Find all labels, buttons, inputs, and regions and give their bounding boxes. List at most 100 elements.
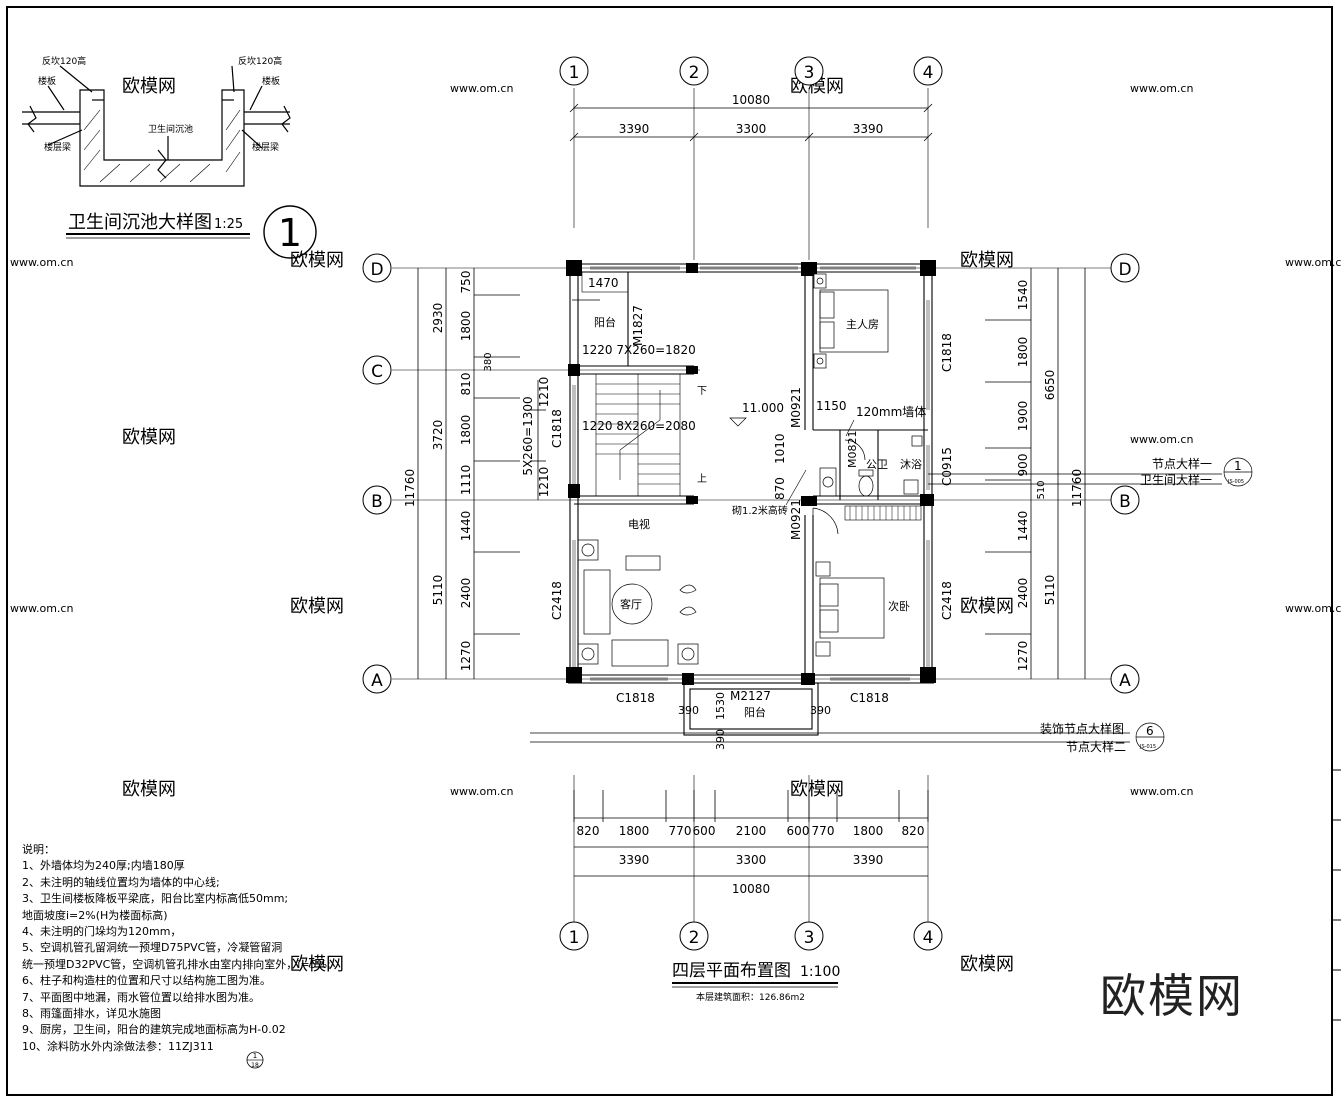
axis-label-row: A xyxy=(371,671,383,691)
label-m0821: M0821 xyxy=(846,431,859,469)
axis-label-col: 1 xyxy=(569,63,580,83)
watermark-brand: 欧模网 xyxy=(290,250,344,271)
dim-1530: 1530 xyxy=(714,692,727,720)
dim-bottom-detail: 820 xyxy=(902,824,925,838)
dim-left-text: 11760 2930 3720 5110 750 1800 380 810 18… xyxy=(403,271,551,672)
dim-bottom-detail: 1800 xyxy=(853,824,884,838)
room-balcony-bottom: 阳台 xyxy=(744,705,766,719)
dim-right-detail: 900 xyxy=(1016,454,1030,477)
room-living: 客厅 xyxy=(620,597,642,611)
stair-run-bottom: 1220 8X260=2080 xyxy=(582,419,696,433)
detail-scale: 1:25 xyxy=(214,217,243,232)
floor-elevation: 11.000 xyxy=(742,401,784,415)
notes-heading: 说明： xyxy=(22,843,55,856)
axis-label-row: D xyxy=(1118,260,1131,280)
dim-right-part: 5110 xyxy=(1043,575,1057,606)
label-slab-left: 楼板 xyxy=(38,75,56,87)
dim-right-part: 6650 xyxy=(1043,370,1057,401)
dim-bottom-part: 3390 xyxy=(619,853,650,867)
columns xyxy=(566,260,936,685)
dim-top-part: 3390 xyxy=(853,122,884,136)
dim-right-text: 1540 1800 1900 900 510 1440 2400 1270 66… xyxy=(1016,280,1084,672)
dim-bottom-detail: 770 xyxy=(669,824,692,838)
dim-top-total: 10080 xyxy=(732,93,770,107)
note-item: 4、未注明的门垛均为120mm， xyxy=(22,925,182,939)
label-m1827: M1827 xyxy=(631,305,645,346)
detail-sink-pit xyxy=(22,65,291,187)
watermark-url: www.om.cn xyxy=(1130,82,1193,95)
dim-right-detail: 1900 xyxy=(1016,401,1030,432)
note-item: 7、平面图中地漏，雨水管位置以给排水图为准。 xyxy=(22,990,260,1004)
watermark-url: www.om.cn xyxy=(1285,256,1341,269)
watermark-brand: 欧模网 xyxy=(960,596,1014,617)
axis-label-col: 3 xyxy=(804,928,815,948)
notes-ref-bottom: 18 xyxy=(251,1062,259,1069)
windows xyxy=(572,266,930,681)
dim-left-detail: 380 xyxy=(483,352,494,371)
watermark-url: www.om.cn xyxy=(10,602,73,615)
label-beam-right: 楼层梁 xyxy=(252,141,279,153)
room-balcony-top: 阳台 xyxy=(594,315,616,329)
watermark-brand: 欧模网 xyxy=(290,954,344,975)
label-c1818-bottom-left: C1818 xyxy=(616,691,655,705)
dim-bottom-detail: 820 xyxy=(577,824,600,838)
axis-label-row: B xyxy=(1119,492,1131,512)
dim-right-detail: 1540 xyxy=(1016,280,1030,311)
watermark-brand: 欧模网 xyxy=(960,250,1014,271)
plan-area: 本层建筑面积：126.86m2 xyxy=(696,991,805,1003)
callout-lines xyxy=(530,457,1253,752)
dim-stair: 1210 xyxy=(537,377,551,408)
dim-left-total: 11760 xyxy=(403,469,417,507)
dim-bottom-total: 10080 xyxy=(732,882,770,896)
room-shower: 沐浴 xyxy=(900,458,922,471)
dim-bottom-detail: 600 xyxy=(693,824,716,838)
dim-1470: 1470 xyxy=(588,276,619,290)
master-bed xyxy=(813,273,889,369)
axis-bubbles xyxy=(362,56,1140,951)
note-item: 地面坡度i=2%(H为楼面标高) xyxy=(22,908,168,922)
dim-top-lines xyxy=(569,103,933,142)
detail-labels: 反坎120高 楼板 楼层梁 反坎120高 楼板 楼层梁 卫生间沉池 xyxy=(38,55,282,153)
dim-left-detail: 1440 xyxy=(459,511,473,542)
watermark-url: www.om.cn xyxy=(450,785,513,798)
label-c2418-left: C2418 xyxy=(550,581,564,620)
callout-1-ref: JS-005 xyxy=(1227,479,1244,485)
plan-misc-labels: 1470 1220 7X260=1820 1220 8X260=2080 11.… xyxy=(581,271,926,750)
callout-1-number: 1 xyxy=(1234,459,1242,473)
axis-label-col: 2 xyxy=(689,63,700,83)
room-public-wc: 公卫 xyxy=(866,458,888,471)
label-c1818-stair: C1818 xyxy=(550,409,564,448)
dim-bottom-lines xyxy=(573,790,929,877)
dim-right-detail: 1800 xyxy=(1016,337,1030,368)
axis-label-col: 4 xyxy=(923,928,934,948)
dim-right-detail: 1440 xyxy=(1016,511,1030,542)
detail-title: 卫生间沉池大样图 xyxy=(68,212,212,233)
dim-top-part: 3390 xyxy=(619,122,650,136)
dim-top-text: 10080 3390 3300 3390 xyxy=(619,93,884,136)
dim-stair: 1210 xyxy=(537,467,551,498)
label-beam-left: 楼层梁 xyxy=(44,141,71,153)
room-tv: 电视 xyxy=(628,517,650,531)
note-item: 10、涂料防水外内涂做法参：11ZJ311 xyxy=(22,1039,214,1053)
axis-lines xyxy=(392,88,1112,922)
dim-left-detail: 1270 xyxy=(459,641,473,672)
callout-node1: 节点大样一 xyxy=(1152,456,1212,471)
dim-left-part: 5110 xyxy=(431,575,445,606)
axis-label-row: C xyxy=(371,362,383,382)
axis-label-row: D xyxy=(370,260,383,280)
watermark-brand: 欧模网 xyxy=(122,76,176,97)
dim-right-lines xyxy=(985,268,1086,679)
wc-step-hatch xyxy=(849,506,917,520)
brand-logo-text: 欧模网 xyxy=(1100,969,1244,1023)
watermark-url: www.om.cn xyxy=(1285,602,1341,615)
watermark-brand: 欧模网 xyxy=(790,779,844,800)
stair xyxy=(595,373,681,497)
dim-390-right: 390 xyxy=(810,704,831,717)
room-labels: 阳台 主人房 客厅 次卧 公卫 沐浴 阳台 电视 xyxy=(594,315,922,719)
stair-down-label: 下 xyxy=(697,386,707,397)
room-master-bedroom: 主人房 xyxy=(846,318,879,331)
door-window-labels: M1827 M0921 M0821 M0921 M2127 C2418 C181… xyxy=(550,305,954,705)
label-m0921-b: M0921 xyxy=(789,499,803,540)
walls xyxy=(568,263,934,736)
label-m2127: M2127 xyxy=(730,689,771,703)
